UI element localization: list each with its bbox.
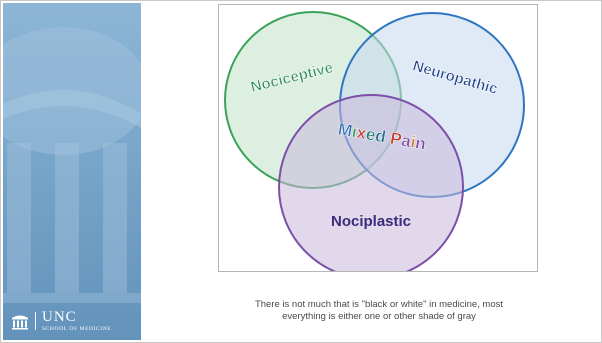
mixed-pain-letter: i	[409, 132, 417, 152]
logo-school-name: SCHOOL OF MEDICINE	[42, 326, 112, 332]
mixed-pain-letter: n	[414, 133, 428, 154]
nociplastic-circle	[278, 94, 464, 271]
mixed-pain-letter: i	[350, 122, 358, 142]
mixed-pain-letter: M	[337, 120, 354, 141]
mixed-pain-letter: d	[374, 126, 388, 147]
slide-caption: There is not much that is "black or whit…	[200, 299, 558, 323]
mixed-pain-letter: P	[389, 129, 403, 150]
unc-school-of-medicine-logo: UNC SCHOOL OF MEDICINE	[11, 310, 111, 333]
mixed-pain-label: Mixed Pain	[337, 120, 428, 154]
venn-diagram-frame: Nociceptive Neuropathic Nociplastic Mixe…	[218, 4, 538, 272]
venn-diagram: Nociceptive Neuropathic Nociplastic Mixe…	[224, 11, 525, 271]
mixed-pain-letter: a	[400, 131, 413, 151]
logo-divider	[35, 312, 36, 331]
mixed-pain-letter: x	[355, 123, 368, 143]
logo-text: UNC SCHOOL OF MEDICINE	[42, 310, 111, 333]
nociplastic-label: Nociplastic	[331, 213, 411, 230]
sidebar-banner: UNC SCHOOL OF MEDICINE	[3, 3, 141, 340]
old-well-icon	[12, 315, 28, 330]
old-well-watermark	[3, 27, 141, 303]
logo-wordmark: UNC	[42, 309, 77, 325]
caption-line-2: everything is either one or other shade …	[282, 311, 476, 322]
mixed-pain-letter: e	[364, 124, 377, 144]
caption-line-1: There is not much that is "black or whit…	[254, 299, 504, 310]
